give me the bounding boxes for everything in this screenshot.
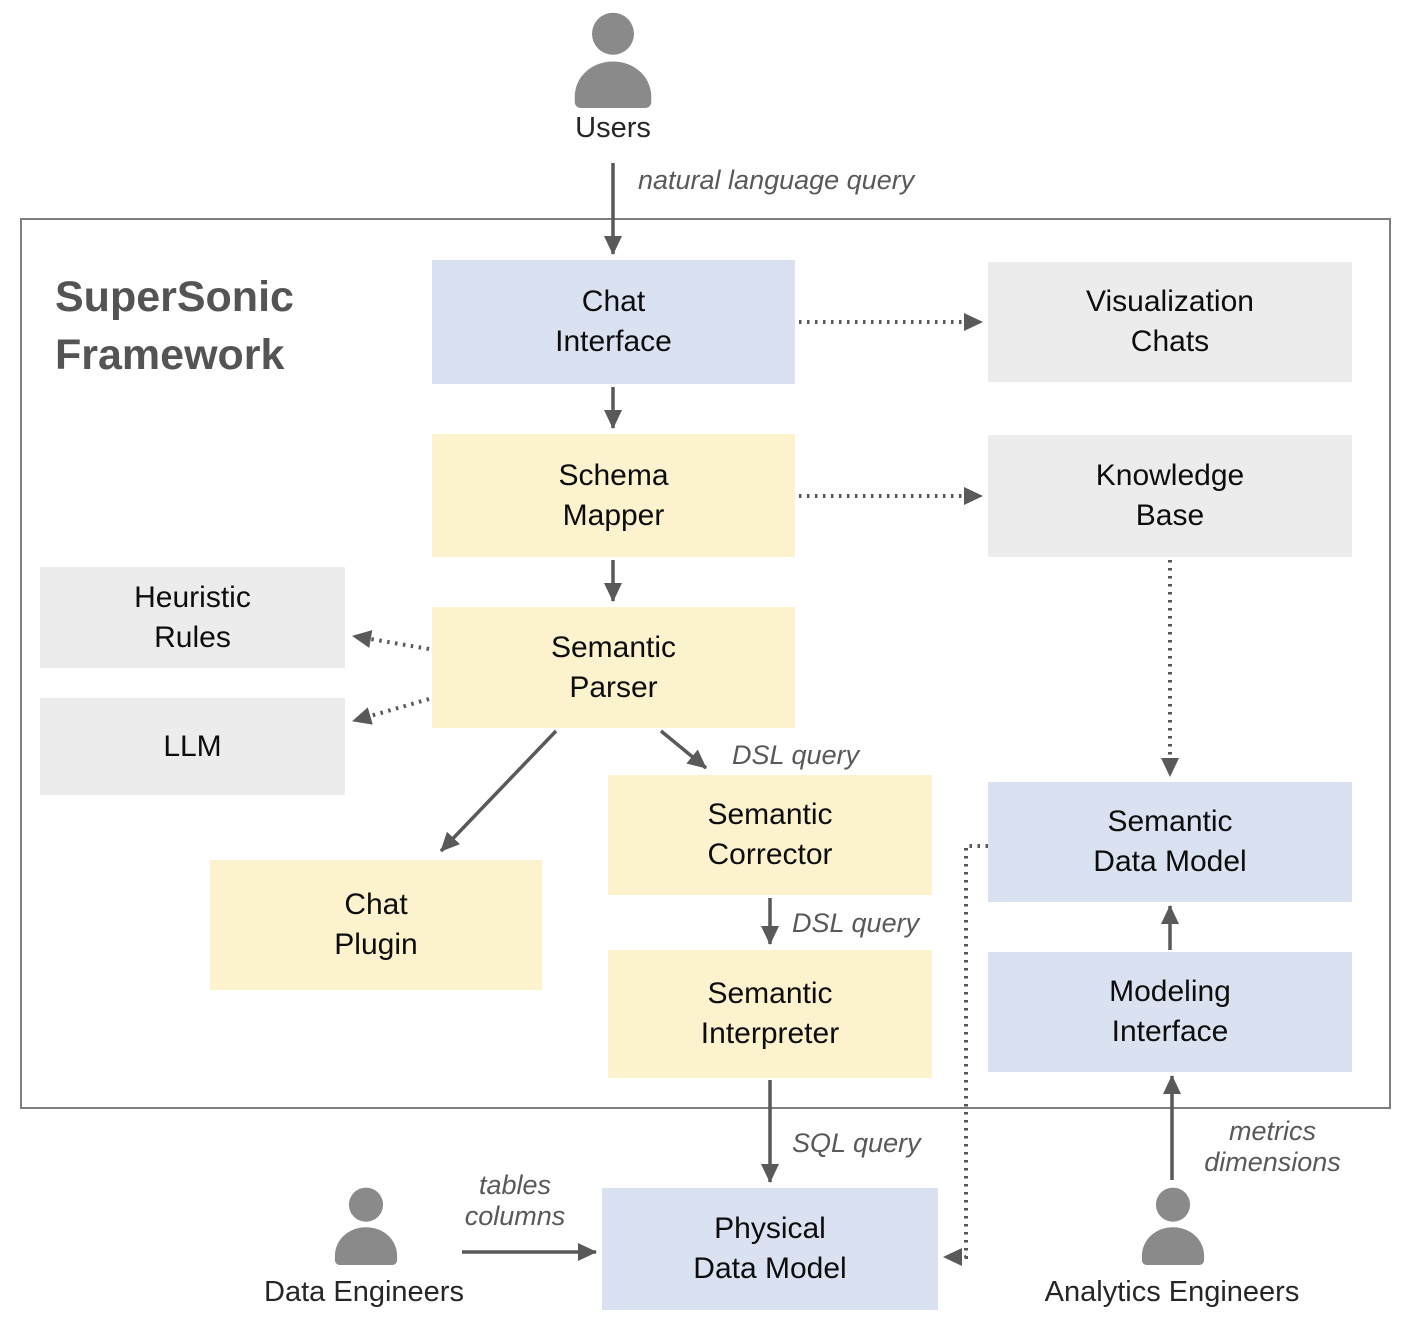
node-visualization-chats: Visualization Chats bbox=[988, 262, 1352, 382]
edge-label-dsl-query-2: DSL query bbox=[792, 908, 920, 938]
data-engineers-label: Data Engineers bbox=[264, 1276, 464, 1308]
users-label: Users bbox=[575, 112, 651, 144]
edge-label-metrics-dimensions: metrics dimensions bbox=[1204, 1116, 1341, 1177]
node-physical-data-model: Physical Data Model bbox=[602, 1188, 938, 1310]
node-llm: LLM bbox=[40, 698, 345, 795]
node-chat-plugin: Chat Plugin bbox=[210, 860, 542, 990]
node-semantic-interpreter: Semantic Interpreter bbox=[608, 950, 932, 1078]
node-semantic-corrector: Semantic Corrector bbox=[608, 775, 932, 895]
node-chat-interface: Chat Interface bbox=[432, 260, 795, 384]
edge-label-dsl-query-1: DSL query bbox=[732, 740, 860, 770]
analytics-engineers-label: Analytics Engineers bbox=[1044, 1276, 1300, 1308]
users-icon bbox=[565, 10, 661, 110]
node-semantic-parser: Semantic Parser bbox=[432, 607, 795, 728]
node-modeling-interface: Modeling Interface bbox=[988, 952, 1352, 1072]
edge-label-natural-language-query: natural language query bbox=[638, 165, 915, 195]
framework-title: SuperSonic Framework bbox=[55, 273, 294, 380]
edge-label-sql-query: SQL query bbox=[792, 1128, 921, 1158]
analytics-engineers-icon bbox=[1134, 1186, 1212, 1266]
edge-label-tables-columns: tables columns bbox=[464, 1170, 566, 1231]
data-engineers-icon bbox=[327, 1186, 405, 1266]
node-heuristic-rules: Heuristic Rules bbox=[40, 567, 345, 668]
node-schema-mapper: Schema Mapper bbox=[432, 434, 795, 557]
node-semantic-data-model: Semantic Data Model bbox=[988, 782, 1352, 902]
node-knowledge-base: Knowledge Base bbox=[988, 435, 1352, 557]
